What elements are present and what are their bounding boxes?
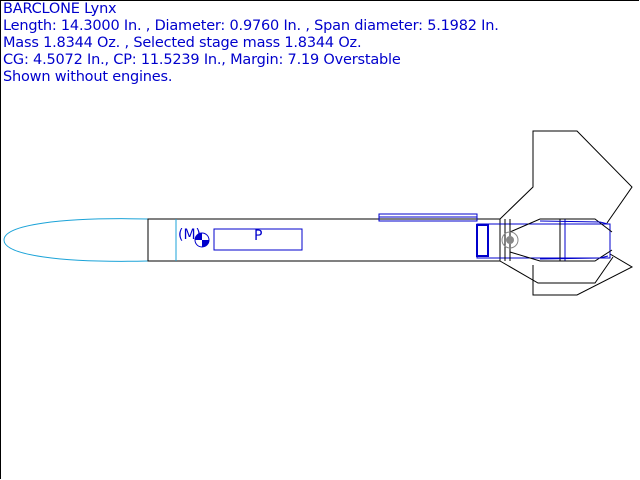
engines-note: Shown without engines.	[3, 69, 173, 85]
nose-cone[interactable]	[3, 218, 149, 262]
body-tube[interactable]	[147, 218, 501, 262]
nozzle-outline	[539, 220, 609, 260]
centering-ring[interactable]	[476, 224, 489, 257]
rocket-name: BARCLONE Lynx	[3, 1, 117, 17]
design-info-panel: BARCLONE Lynx Length: 14.3000 In. , Diam…	[3, 1, 499, 86]
motor-mount[interactable]	[476, 223, 611, 259]
payload-bay[interactable]	[213, 228, 303, 251]
lower-fin[interactable]	[499, 253, 634, 296]
boattail[interactable]	[509, 218, 613, 262]
stability-text: CG: 4.5072 In., CP: 11.5239 In., Margin:…	[3, 52, 401, 68]
upper-fin[interactable]	[499, 130, 633, 224]
dimensions-text: Length: 14.3000 In. , Diameter: 0.9760 I…	[3, 18, 499, 34]
cp-marker-icon	[501, 231, 519, 249]
cg-marker-icon	[194, 232, 210, 248]
mass-text: Mass 1.8344 Oz. , Selected stage mass 1.…	[3, 35, 362, 51]
payload-label: P	[254, 228, 262, 244]
